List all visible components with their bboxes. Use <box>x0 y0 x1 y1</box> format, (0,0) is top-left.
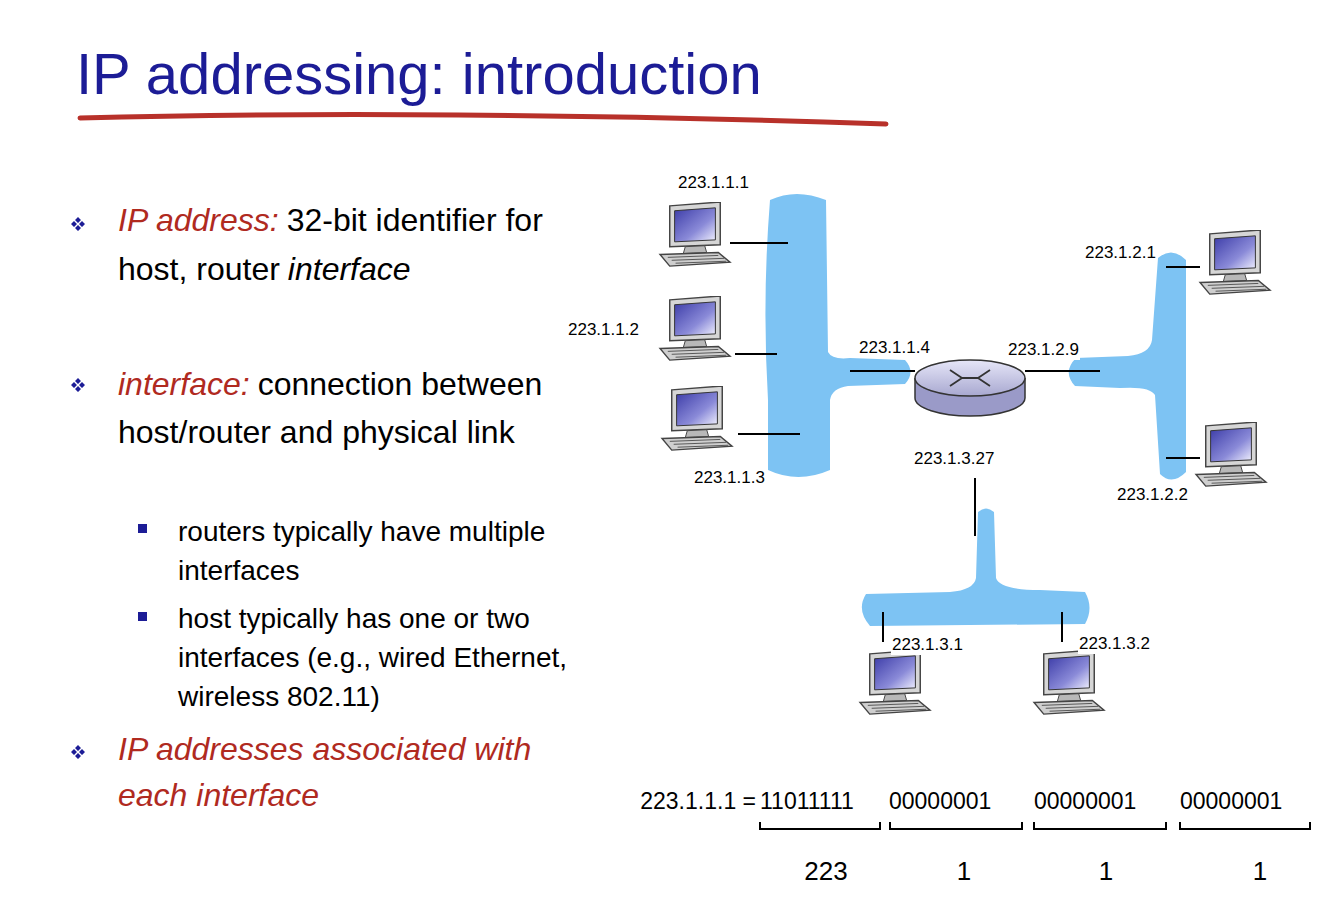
bullet-text: IP addresses associated with each interf… <box>118 726 538 818</box>
bullet-text: routers typically have multiple interfac… <box>178 512 578 590</box>
title-underline <box>80 115 886 124</box>
binary-byte: 00000001 <box>1034 788 1136 815</box>
key-term: interface: <box>118 366 250 402</box>
ip-label: 223.1.3.2 <box>1078 634 1151 654</box>
host-icons <box>660 202 1270 714</box>
decimal-byte: 223 <box>804 856 847 887</box>
ip-label: 223.1.1.2 <box>567 320 640 340</box>
slide-title: IP addressing: introduction <box>76 40 762 107</box>
ip-label: 223.1.1.3 <box>693 468 766 488</box>
decimal-byte: 1 <box>1099 856 1113 887</box>
bullet-text: IP address:32-bit identifier for host, r… <box>118 196 568 294</box>
router-symbol <box>915 360 1025 416</box>
subnet-blobs <box>765 194 1186 626</box>
decimal-byte: 1 <box>957 856 971 887</box>
ip-label: 223.1.1.1 <box>677 173 750 193</box>
interface-lines <box>730 243 1200 642</box>
decimal-byte: 1 <box>1253 856 1267 887</box>
binary-byte: 00000001 <box>1180 788 1282 815</box>
ip-label: 223.1.3.1 <box>891 635 964 655</box>
bullet-phrase: routers typically have multiple interfac… <box>178 516 545 586</box>
bullet-phrase: interface <box>288 251 411 287</box>
binary-byte: 11011111 <box>760 788 854 815</box>
byte-brackets <box>760 822 1310 829</box>
bullet-symbols <box>71 217 147 759</box>
key-term: IP addresses associated with each interf… <box>118 731 531 813</box>
bullet-text: interface:connection between host/router… <box>118 360 568 456</box>
bullet-phrase: host typically has one or two interfaces… <box>178 603 567 712</box>
bullet-text: host typically has one or two interfaces… <box>178 599 578 716</box>
ip-label: 223.1.1.4 <box>858 338 931 358</box>
ip-label: 223.1.2.1 <box>1084 243 1157 263</box>
address-equation: 223.1.1.1 = <box>640 788 756 815</box>
key-term: IP address: <box>118 202 279 238</box>
ip-label: 223.1.3.27 <box>913 449 995 469</box>
ip-label: 223.1.2.2 <box>1116 485 1189 505</box>
ip-label: 223.1.2.9 <box>1007 340 1080 360</box>
binary-byte: 00000001 <box>889 788 991 815</box>
